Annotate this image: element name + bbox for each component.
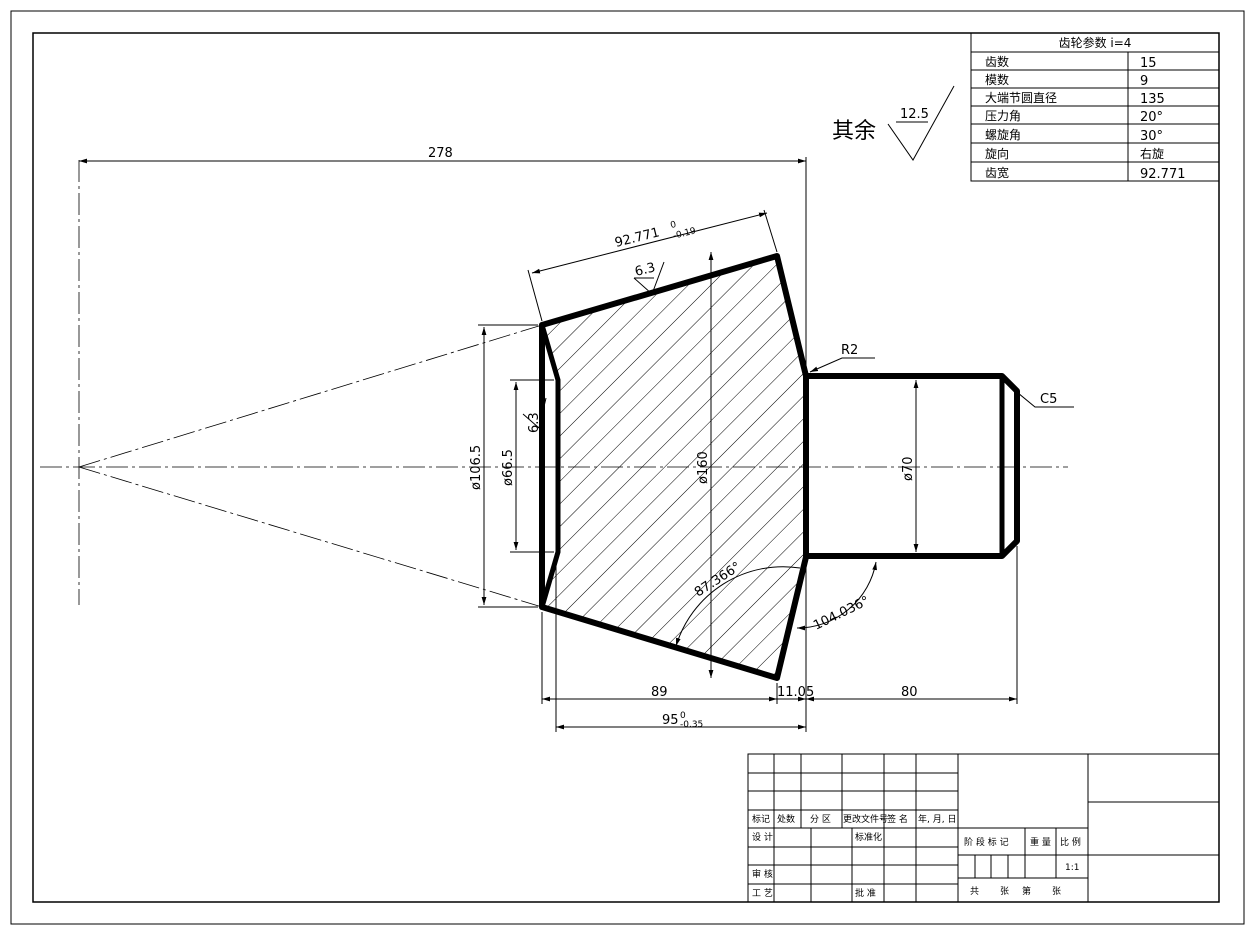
dim-rough-face: 6.3 — [633, 260, 657, 280]
outer-border — [10, 10, 1245, 925]
tb-approve: 批 准 — [855, 887, 876, 899]
tb-sheet-no: 第 — [1022, 885, 1031, 897]
tb-sheet-suffix: 张 — [1052, 886, 1061, 897]
roughness-symbol: 其余 12.5 — [832, 85, 955, 161]
dim-chamfer: C5 — [1040, 392, 1057, 407]
gear-section-hatch — [542, 256, 806, 678]
dim-dia-outer-small: ø106.5 — [469, 445, 484, 490]
gear-row-value: 30° — [1140, 129, 1163, 144]
gear-row-label: 压力角 — [985, 109, 1021, 123]
gear-row-label: 螺旋角 — [985, 128, 1021, 142]
tb-docno: 更改文件号 — [843, 813, 888, 825]
gear-row-value: 9 — [1140, 74, 1148, 89]
tb-date: 年, 月, 日 — [918, 813, 956, 825]
tb-standardize: 标准化 — [855, 831, 882, 843]
gear-row-value: 15 — [1140, 56, 1157, 71]
gear-row-value: 92.771 — [1140, 167, 1186, 182]
dimensions — [79, 157, 1074, 732]
dim-rough-bore: 6.3 — [527, 412, 542, 433]
inner-frame — [32, 32, 1220, 903]
gear-row-value: 20° — [1140, 110, 1163, 125]
gear-table-title: 齿轮参数 i=4 — [1059, 35, 1132, 50]
dim-len-95: 95 — [662, 713, 679, 728]
part-body — [539, 253, 1020, 681]
gear-row-label: 大端节圆直径 — [985, 91, 1057, 105]
dim-fillet: R2 — [841, 343, 858, 358]
dim-len-80: 80 — [901, 685, 918, 700]
dim-overall-length: 278 — [428, 146, 453, 161]
gear-row-value: 右旋 — [1140, 146, 1164, 161]
tb-mark: 标记 — [752, 813, 770, 825]
tb-count: 处数 — [777, 813, 795, 825]
center-lines — [40, 160, 1068, 608]
gear-row-value: 135 — [1140, 92, 1165, 107]
dim-face-width-tol-upper: 0 — [669, 220, 677, 231]
roughness-value: 12.5 — [900, 107, 929, 122]
tb-review: 审 核 — [752, 868, 773, 880]
tb-scale-value: 1:1 — [1065, 863, 1079, 873]
tb-process: 工 艺 — [752, 888, 773, 899]
dim-dia-bore: ø66.5 — [501, 449, 516, 486]
dim-len-89: 89 — [651, 685, 668, 700]
tb-scale: 比 例 — [1060, 836, 1081, 848]
gear-row-label: 齿宽 — [985, 165, 1009, 180]
dim-len-95-tol-lower: -0.35 — [680, 720, 703, 730]
dim-len-1-05: 11.05 — [777, 685, 814, 700]
gear-param-table: 齿轮参数 i=4 齿数 15 模数 9 大端节圆直径 135 压力角 20° 螺… — [970, 32, 1220, 182]
dim-dia-shaft: ø70 — [901, 457, 916, 482]
tb-sheets: 张 — [1000, 886, 1009, 897]
tb-design: 设 计 — [752, 831, 773, 843]
dim-dia-large: ø160 — [696, 451, 711, 484]
dim-len-95-tol-upper: 0 — [680, 711, 686, 721]
gear-row-label: 齿数 — [985, 54, 1009, 69]
dim-face-width: 92.771 — [613, 225, 661, 251]
gear-row-label: 模数 — [985, 72, 1009, 87]
dim-angle-cone: 104.036° — [811, 594, 872, 634]
roughness-label: 其余 — [832, 119, 876, 144]
tb-total: 共 — [970, 886, 979, 897]
title-block — [747, 753, 1220, 903]
tb-sign: 签 名 — [887, 813, 908, 825]
tb-zone: 分 区 — [810, 814, 831, 825]
tb-weight: 重 量 — [1030, 836, 1051, 848]
tb-stage-mark: 阶 段 标 记 — [964, 836, 1009, 848]
gear-row-label: 旋向 — [985, 146, 1009, 161]
